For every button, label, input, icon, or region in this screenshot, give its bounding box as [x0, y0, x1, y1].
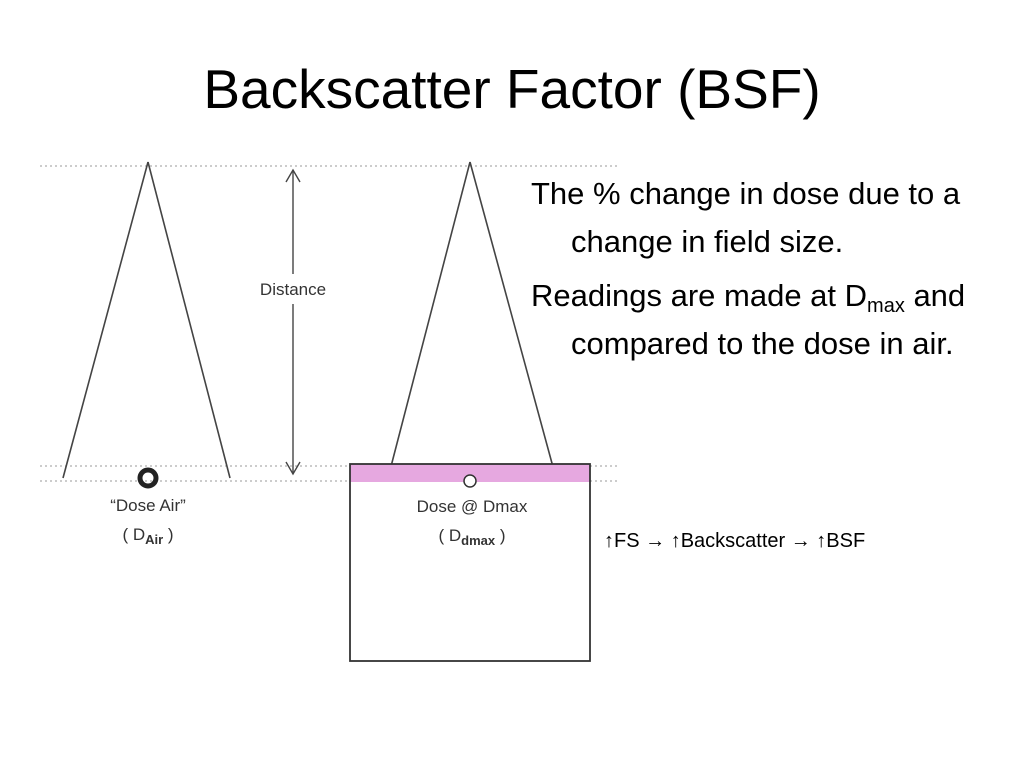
bullet-text: Readings are made at D [531, 278, 868, 313]
distance-label: Distance [260, 280, 326, 299]
left-beam-edge-right [147, 161, 231, 479]
air-dose-symbol: ( DAir ) [122, 525, 173, 547]
bsf-relationship-note: ↑FS → ↑Backscatter → ↑BSF [604, 530, 865, 553]
right-beam-edge-right [469, 161, 557, 479]
dmax-dose-label: Dose @ Dmax [417, 497, 528, 516]
bullet-item: Readings are made at Dmax and compared t… [531, 272, 1001, 368]
arrow-right-icon: → [785, 530, 817, 552]
dmax-dose-symbol: ( Ddmax ) [438, 526, 505, 548]
note-backscatter: ↑Backscatter [670, 530, 786, 552]
phantom-surface-band [350, 464, 590, 482]
air-dose-label: “Dose Air” [110, 496, 186, 515]
left-beam-edge-left [62, 161, 149, 479]
bullet-text-continued: and compared to the dose in air. [571, 278, 966, 361]
air-detector-icon [137, 467, 159, 489]
distance-arrow [285, 168, 301, 476]
note-bsf: ↑BSF [816, 530, 866, 552]
arrow-right-icon: → [639, 530, 671, 552]
dmax-detector-icon [463, 474, 477, 488]
bullet-list: The % change in dose due to a change in … [531, 170, 1001, 374]
note-field-size: ↑FS [604, 530, 640, 552]
bullet-text: The % change in dose due to a change in … [531, 176, 961, 259]
bullet-item: The % change in dose due to a change in … [531, 170, 1001, 266]
backscatter-diagram: Distance “Dose Air” ( DAir ) Dose @ Dmax… [40, 161, 620, 662]
slide-title: Backscatter Factor (BSF) [203, 58, 821, 120]
bullet-subscript: max [867, 295, 905, 317]
right-beam-edge-left [387, 161, 471, 479]
phantom-box [349, 463, 591, 662]
